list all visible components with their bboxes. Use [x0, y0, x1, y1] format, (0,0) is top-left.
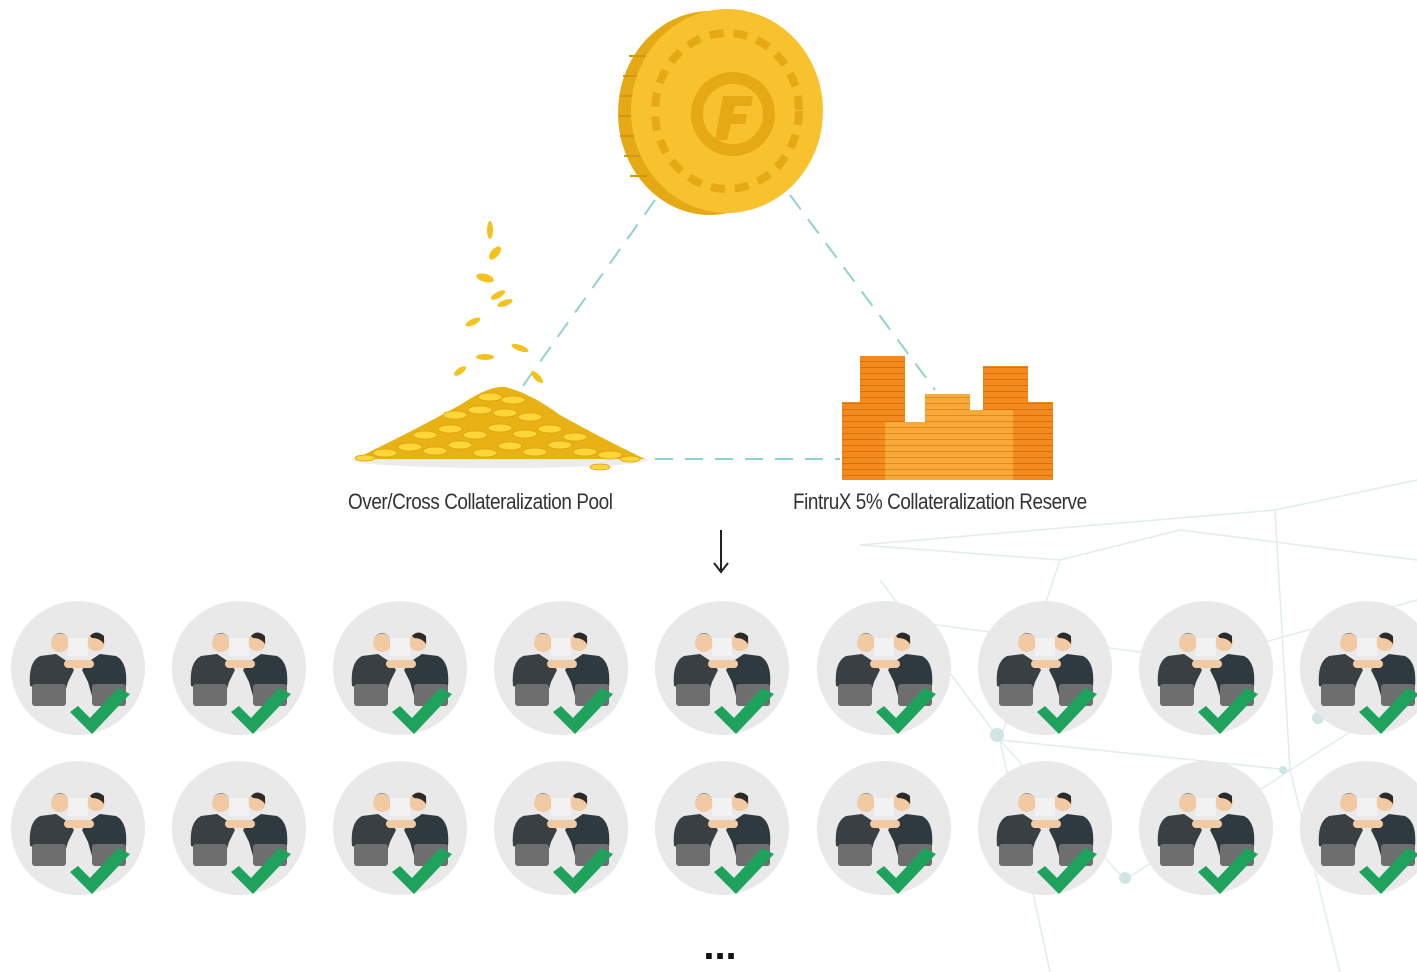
- pool-label: Over/Cross Collateralization Pool: [348, 489, 613, 514]
- loan-deal-icon: [11, 601, 145, 735]
- loan-deal-icon: [494, 601, 628, 735]
- loan-deal-icon: [333, 601, 467, 735]
- loan-deal-icon: [817, 601, 951, 735]
- loan-deal-icon: [333, 761, 467, 895]
- coin-pile-icon: [352, 221, 648, 471]
- loan-deal-icon: [172, 761, 306, 895]
- loan-deal-icon: [1300, 601, 1417, 735]
- loan-deal-icon: [655, 761, 789, 895]
- approved-loans-grid: [0, 590, 1417, 920]
- loan-deal-icon: [817, 761, 951, 895]
- coin-stacks-icon: [842, 356, 1053, 480]
- loan-deal-icon: [11, 761, 145, 895]
- loan-deal-icon: [172, 601, 306, 735]
- fintrux-coin-icon: [618, 9, 823, 215]
- continuation-ellipsis: ...: [703, 924, 737, 968]
- loan-deal-icon: [1139, 601, 1273, 735]
- loan-deal-icon: [978, 601, 1112, 735]
- loan-deal-icon: [978, 761, 1112, 895]
- reserve-label: FintruX 5% Collateralization Reserve: [793, 489, 1087, 514]
- loan-deal-icon: [655, 601, 789, 735]
- loan-deal-icon: [494, 761, 628, 895]
- down-arrow-icon: [713, 530, 729, 574]
- loan-deal-icon: [1139, 761, 1273, 895]
- loan-deal-icon: [1300, 761, 1417, 895]
